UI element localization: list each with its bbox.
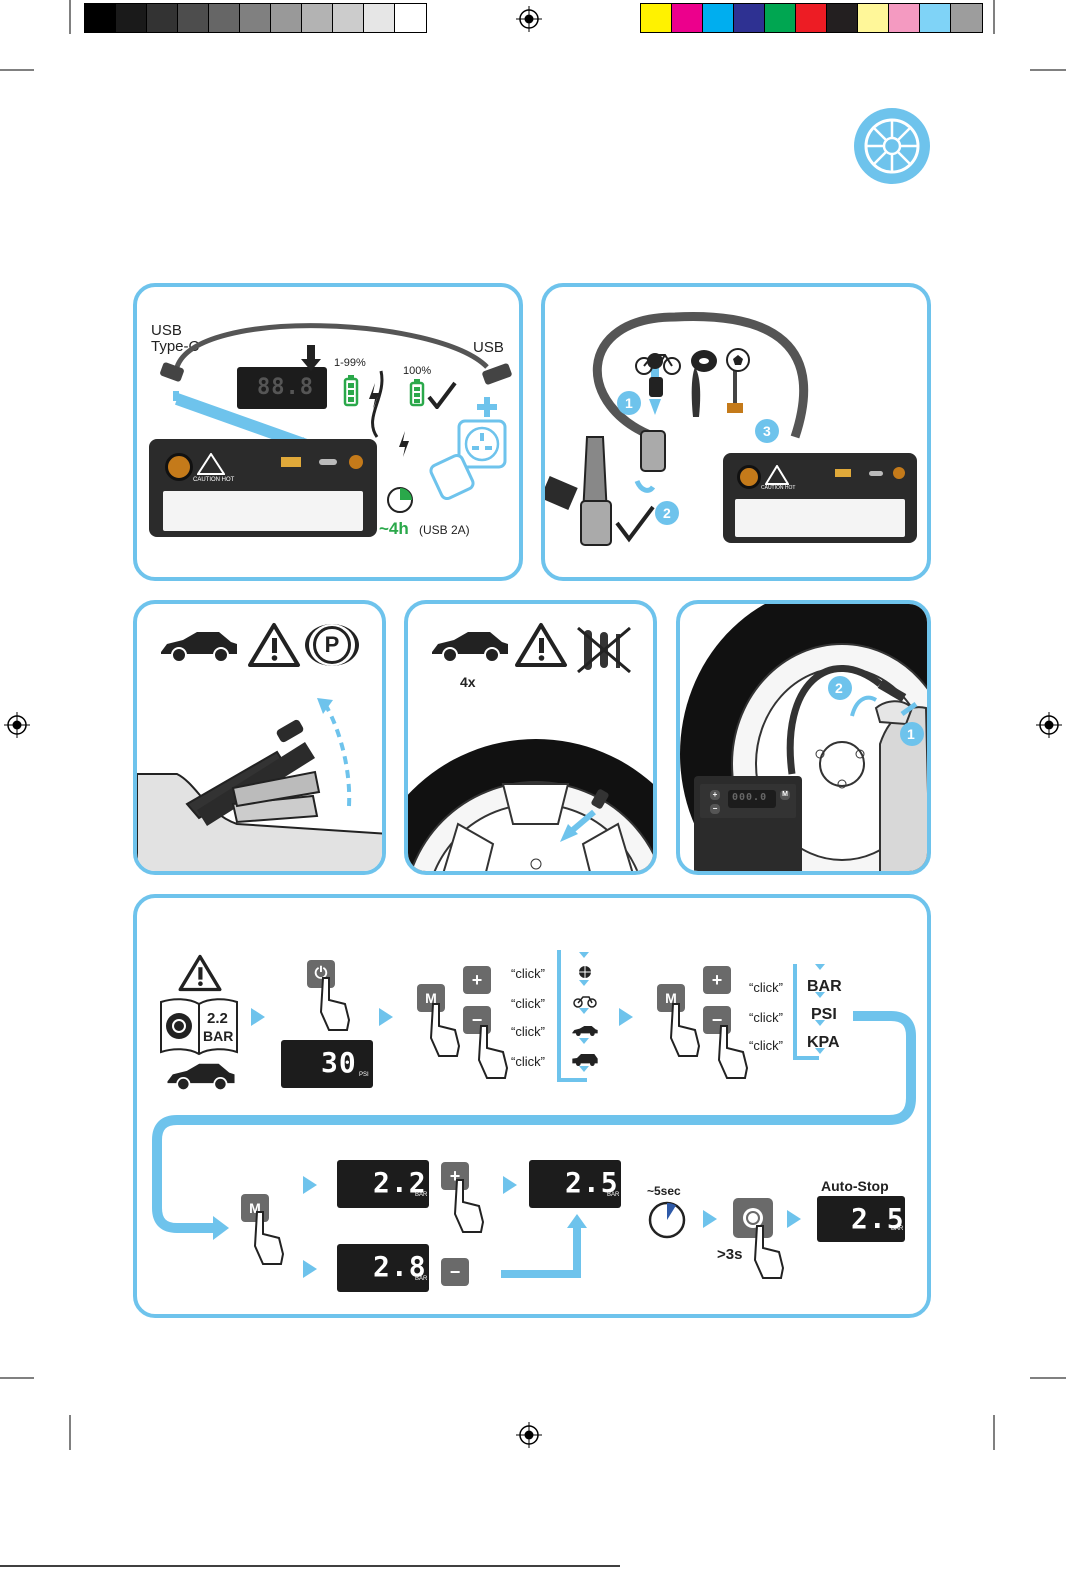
pointing-hand-icon bbox=[249, 1210, 289, 1266]
adapter-panel: 1 2 3 CAUTION HOT bbox=[541, 283, 931, 581]
caution-hot-label: CAUTION HOT bbox=[761, 485, 795, 491]
charging-percent-partial: 1-99% bbox=[334, 357, 366, 369]
svg-text:3: 3 bbox=[763, 423, 771, 439]
flow-arrow bbox=[703, 1210, 717, 1228]
pointing-hand-icon bbox=[749, 1224, 789, 1280]
car-icon bbox=[157, 630, 241, 664]
tyre-badge-icon bbox=[852, 106, 932, 186]
battery-charging-icon bbox=[337, 373, 365, 413]
tyre-count: 4x bbox=[460, 674, 476, 690]
caution-hot-label: CAUTION HOT bbox=[193, 477, 234, 483]
parking-brake-icon: P bbox=[305, 624, 359, 666]
handbrake-illustration bbox=[137, 684, 386, 875]
operation-panel: 2.2 BAR ⏻ 30 PSI M + − “click” “click” “… bbox=[133, 894, 931, 1318]
plus-icon bbox=[477, 397, 497, 417]
no-adapters-icon bbox=[574, 624, 634, 676]
lcd-display-device: 000.0 bbox=[728, 790, 776, 808]
svg-text:2: 2 bbox=[835, 680, 843, 696]
lcd-unit: BAR bbox=[415, 1276, 427, 1282]
warning-icon bbox=[247, 622, 301, 668]
lcd-unit: BAR bbox=[891, 1226, 903, 1232]
checkmark-icon bbox=[427, 381, 457, 409]
lcd-unit: BAR bbox=[607, 1192, 619, 1198]
lcd-display-2-2: 2.2 BAR bbox=[337, 1160, 429, 1208]
wheel-connect-illustration: 2 1 bbox=[680, 604, 931, 875]
ball-icon bbox=[725, 347, 751, 373]
parking-brake-panel: P bbox=[133, 600, 386, 875]
lcd-display-2-5: 2.5 BAR bbox=[529, 1160, 621, 1208]
svg-text:1: 1 bbox=[907, 726, 915, 742]
lcd-unit: BAR bbox=[415, 1192, 427, 1198]
car-icon bbox=[428, 630, 512, 664]
inflatable-ring-icon bbox=[689, 347, 719, 375]
clock-icon bbox=[385, 485, 415, 515]
wait-label: ~5sec bbox=[647, 1184, 681, 1198]
mode-button[interactable]: M bbox=[780, 790, 790, 800]
wall-socket-icon bbox=[429, 419, 509, 509]
minus-button[interactable]: − bbox=[441, 1258, 469, 1286]
power-bank-device: CAUTION HOT bbox=[723, 453, 917, 543]
auto-stop-label: Auto-Stop bbox=[821, 1178, 889, 1194]
pointing-hand-icon bbox=[449, 1178, 489, 1234]
lcd-display-final: 2.5 BAR bbox=[817, 1196, 905, 1242]
flow-arrow bbox=[787, 1210, 801, 1228]
minus-button[interactable]: − bbox=[710, 804, 720, 814]
charge-time-note: (USB 2A) bbox=[419, 523, 470, 537]
charging-percent-full: 100% bbox=[403, 365, 431, 377]
flow-arrow bbox=[503, 1176, 517, 1194]
lcd-display-2-8: 2.8 BAR bbox=[337, 1244, 429, 1292]
charging-panel: USB Type-C USB 88.8 1-99% 100% CAUTION bbox=[133, 283, 523, 581]
tyre-valve-panel: 4x bbox=[404, 600, 657, 875]
bicycle-icon bbox=[635, 349, 681, 375]
charge-time: ~4h bbox=[379, 519, 409, 539]
battery-full-icon bbox=[407, 379, 427, 407]
warning-icon bbox=[514, 622, 568, 668]
hold-duration: >3s bbox=[717, 1246, 742, 1263]
power-bank-device: CAUTION HOT bbox=[149, 439, 377, 537]
svg-text:2: 2 bbox=[663, 505, 671, 521]
timer-icon bbox=[647, 1200, 687, 1240]
svg-text:1: 1 bbox=[625, 395, 633, 411]
down-arrow-icon bbox=[301, 345, 321, 371]
flow-arrow bbox=[303, 1176, 317, 1194]
plus-button[interactable]: + bbox=[710, 790, 720, 800]
lcd-display-charging: 88.8 bbox=[237, 367, 327, 409]
flow-arrow bbox=[303, 1260, 317, 1278]
tyre-illustration bbox=[408, 704, 657, 875]
connect-hose-panel: 2 1 000.0 + − M bbox=[676, 600, 931, 875]
